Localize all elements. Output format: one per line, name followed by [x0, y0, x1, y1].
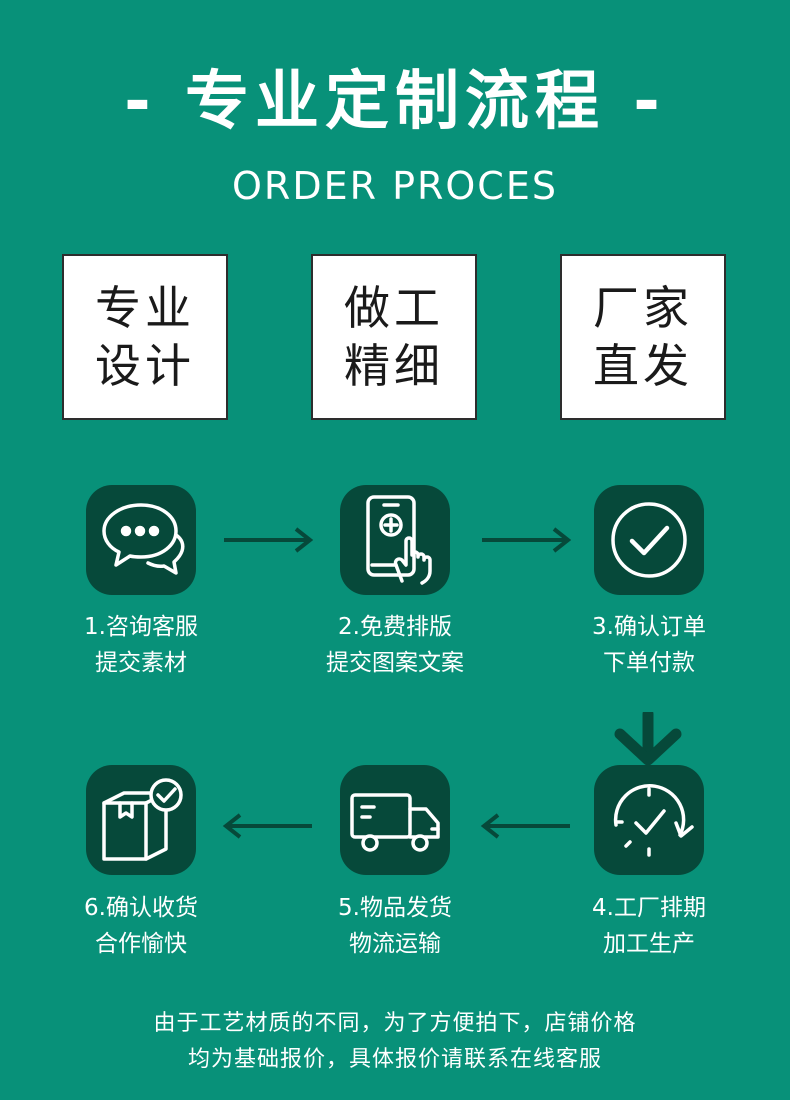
step-desc: 加工生产: [603, 931, 695, 957]
page-title: - 专业定制流程 -: [124, 65, 666, 139]
feature-box-craft: 做工 精细: [311, 254, 477, 420]
checkmark-circle-icon: [594, 485, 704, 595]
step-title: 1.咨询客服: [84, 614, 198, 640]
pricing-note: 由于工艺材质的不同，为了方便拍下，店铺价格 均为基础报价，具体报价请联系在线客服: [0, 1006, 790, 1078]
pricing-note-line: 由于工艺材质的不同，为了方便拍下，店铺价格: [153, 1011, 637, 1036]
truck-icon: [340, 765, 450, 875]
feature-line: 精细: [344, 339, 444, 393]
step-desc: 提交素材: [95, 650, 187, 676]
step-title: 3.确认订单: [592, 614, 706, 640]
step-label-3: 3.确认订单 下单付款: [549, 609, 749, 681]
arrow-right-icon: [482, 527, 572, 553]
step-desc: 物流运输: [349, 931, 441, 957]
pricing-note-line: 均为基础报价，具体报价请联系在线客服: [187, 1047, 602, 1072]
step-title: 6.确认收货: [84, 895, 198, 921]
step-title: 5.物品发货: [338, 895, 452, 921]
step-label-2: 2.免费排版 提交图案文案: [295, 609, 495, 681]
chat-bubbles-icon: [86, 485, 196, 595]
page-subtitle: ORDER PROCES: [232, 164, 558, 208]
clock-icon: [594, 765, 704, 875]
arrow-right-icon: [224, 527, 314, 553]
feature-line: 专业: [95, 281, 195, 335]
arrow-left-icon: [222, 813, 312, 839]
step-label-1: 1.咨询客服 提交素材: [41, 609, 241, 681]
feature-line: 厂家: [593, 281, 693, 335]
step-title: 2.免费排版: [338, 614, 452, 640]
arrow-down-icon: [614, 712, 682, 766]
phone-touch-icon: [340, 485, 450, 595]
feature-box-factory: 厂家 直发: [560, 254, 726, 420]
box-check-icon: [86, 765, 196, 875]
step-label-4: 4.工厂排期 加工生产: [549, 890, 749, 962]
arrow-left-icon: [480, 813, 570, 839]
step-title: 4.工厂排期: [592, 895, 706, 921]
feature-line: 做工: [344, 281, 444, 335]
step-desc: 下单付款: [603, 650, 695, 676]
feature-line: 直发: [593, 339, 693, 393]
feature-box-design: 专业 设计: [62, 254, 228, 420]
step-desc: 提交图案文案: [326, 650, 464, 676]
step-desc: 合作愉快: [95, 931, 187, 957]
feature-line: 设计: [95, 339, 195, 393]
step-label-6: 6.确认收货 合作愉快: [41, 890, 241, 962]
step-label-5: 5.物品发货 物流运输: [295, 890, 495, 962]
